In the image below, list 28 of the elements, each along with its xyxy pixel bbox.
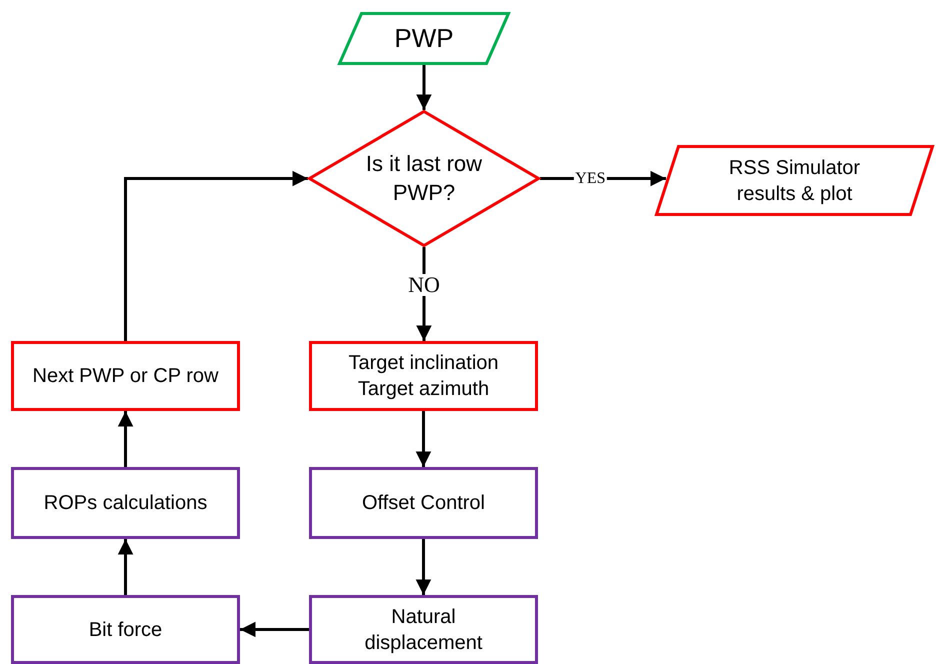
process-box	[309, 341, 538, 411]
data-parallelogram	[655, 145, 934, 216]
edge-label: YES	[574, 170, 606, 186]
node-text: Target azimuth	[358, 377, 490, 402]
arrow	[240, 622, 309, 638]
node-text: Bit force	[88, 618, 162, 642]
arrow	[124, 170, 308, 341]
arrow	[416, 65, 432, 110]
data-parallelogram	[338, 12, 510, 65]
node-text: ROPs calculations	[44, 491, 208, 516]
process-box	[309, 595, 538, 664]
process-box	[11, 595, 240, 664]
edge-label: NO	[407, 274, 441, 296]
arrow	[118, 411, 134, 467]
node-text: Is it last row PWP?	[364, 150, 484, 206]
node-text: Target inclination	[348, 351, 499, 376]
node-text: Natural displacement	[364, 604, 484, 656]
node-text: Offset Control	[362, 491, 486, 516]
arrow	[416, 411, 432, 467]
arrow	[118, 539, 134, 595]
decision-diamond	[308, 110, 540, 247]
node-text: PWP	[394, 22, 454, 55]
node-text: RSS Simulator results & plot	[728, 156, 862, 206]
process-box	[309, 467, 538, 539]
arrow	[416, 539, 432, 595]
process-box	[11, 467, 240, 539]
process-box	[11, 341, 240, 411]
node-text: Next PWP or CP row	[32, 364, 218, 389]
